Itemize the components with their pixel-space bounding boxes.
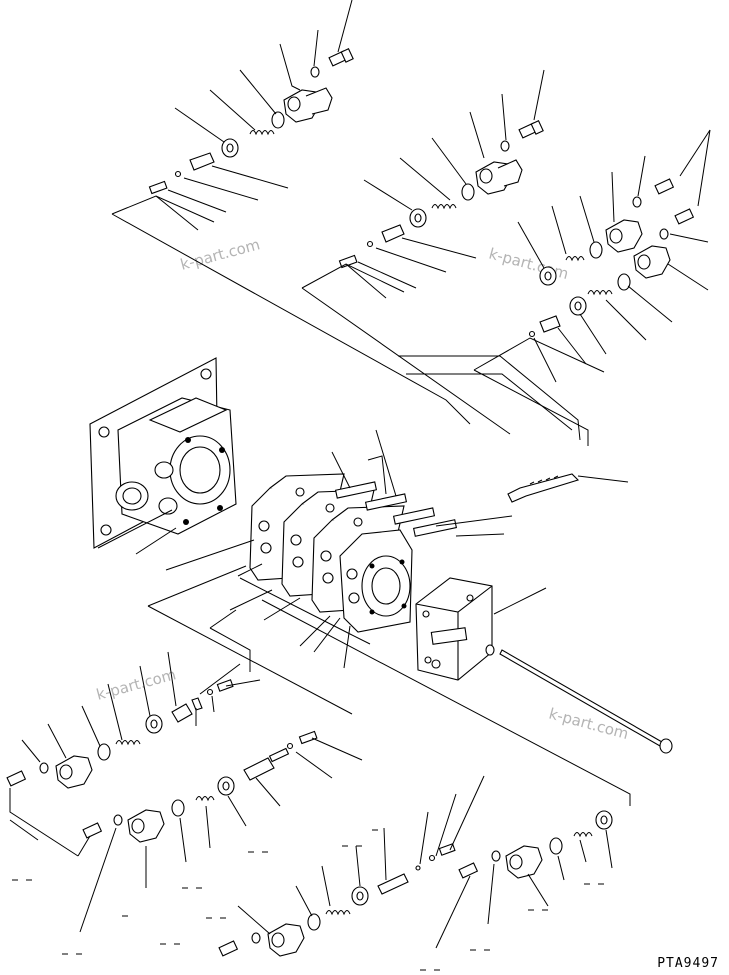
lower-right-valve-group xyxy=(218,775,613,957)
drawing-code: PTA9497 xyxy=(657,956,719,971)
watermark-3: k-part.com xyxy=(94,665,178,704)
right-valve-group xyxy=(398,129,711,446)
valve-block-sections xyxy=(147,429,631,806)
end-cover-assembly xyxy=(415,577,673,754)
watermark-2: k-part.com xyxy=(487,244,571,283)
watermark-1: k-part.com xyxy=(178,235,262,274)
top-valve-group xyxy=(111,0,471,425)
end-housing-assembly xyxy=(89,357,237,555)
watermark-4: k-part.com xyxy=(547,704,631,743)
middle-valve-group xyxy=(301,69,545,435)
callout-ticks xyxy=(12,829,604,971)
lower-left-valve-group xyxy=(6,651,363,933)
